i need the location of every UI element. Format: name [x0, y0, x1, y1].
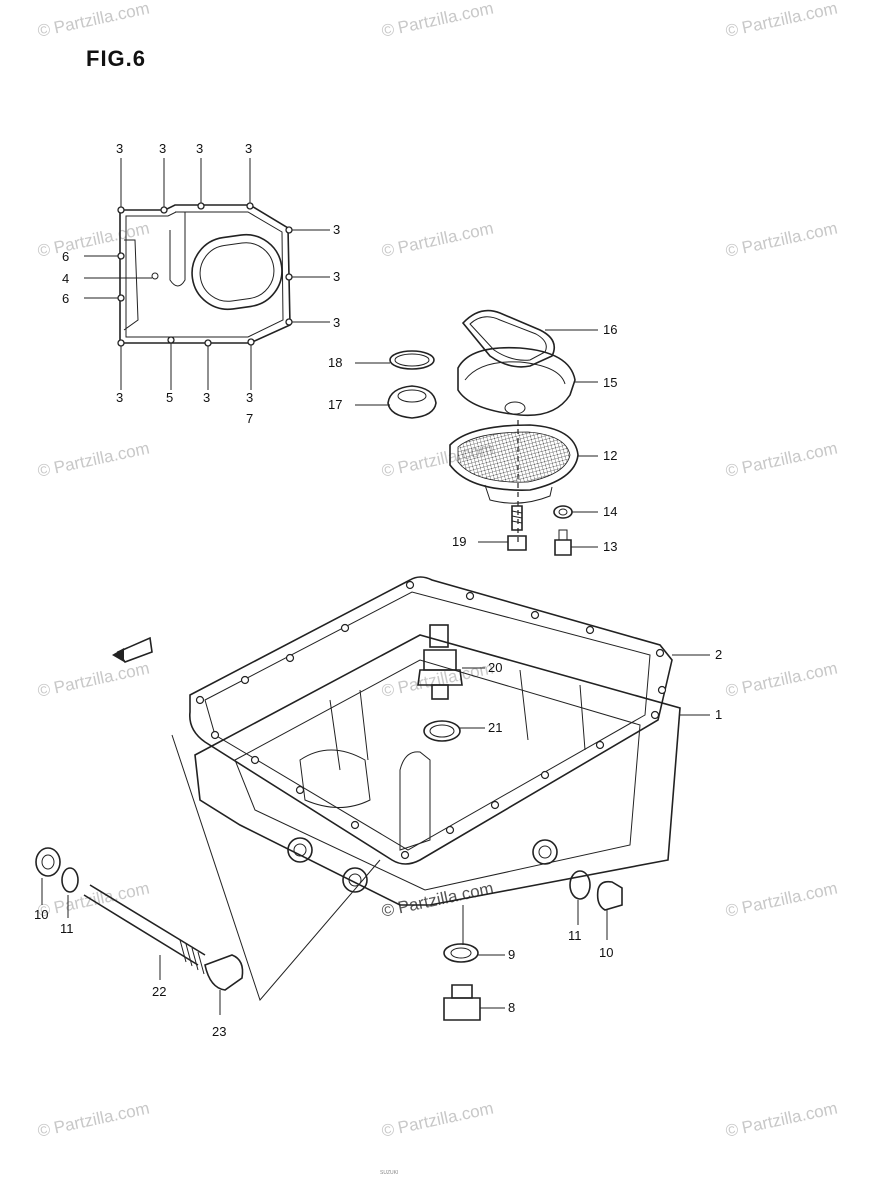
callout-18: 18 — [328, 355, 343, 370]
callout-16: 16 — [603, 322, 618, 337]
front-arrow-icon — [112, 636, 153, 663]
callout-11: 11 — [568, 928, 582, 943]
callout-5: 5 — [166, 390, 174, 405]
callout-3: 3 — [333, 315, 341, 330]
callout-4: 4 — [62, 271, 70, 286]
callout-19: 19 — [452, 534, 467, 549]
oil-pressure-switch — [417, 624, 485, 700]
callout-8: 8 — [508, 1000, 516, 1015]
figure-title: FIG.6 — [86, 46, 147, 71]
callout-3: 3 — [333, 269, 341, 284]
callout-1: 1 — [715, 707, 723, 722]
callout-22: 22 — [152, 984, 167, 999]
callout-3: 3 — [116, 141, 124, 156]
callout-3: 3 — [116, 390, 124, 405]
callout-3: 3 — [333, 222, 341, 237]
callout-10: 10 — [599, 945, 614, 960]
callout-6: 6 — [62, 249, 70, 264]
callout-7: 7 — [246, 411, 254, 426]
callout-3: 3 — [196, 141, 204, 156]
callout-12: 12 — [603, 448, 618, 463]
callout-23: 23 — [212, 1024, 227, 1039]
callout-14: 14 — [603, 504, 618, 519]
bolt-layout-inset — [84, 158, 330, 390]
callout-15: 15 — [603, 375, 618, 390]
callout-3: 3 — [203, 390, 211, 405]
footer-text: SUZUKI — [380, 1170, 399, 1176]
callout-13: 13 — [603, 539, 618, 554]
callout-9: 9 — [508, 947, 516, 962]
callout-10: 10 — [34, 907, 49, 922]
callout-6: 6 — [62, 291, 70, 306]
callout-3: 3 — [245, 141, 253, 156]
callout-2: 2 — [715, 647, 723, 662]
callout-21: 21 — [488, 720, 503, 735]
callout-11: 11 — [60, 921, 74, 936]
callout-3: 3 — [246, 390, 254, 405]
callout-17: 17 — [328, 397, 343, 412]
callout-3: 3 — [159, 141, 167, 156]
relief-valve-parts — [35, 847, 244, 1015]
callout-20: 20 — [488, 660, 503, 675]
oil-pan-gasket — [188, 576, 710, 865]
oil-pan — [194, 634, 710, 906]
oil-strainer-assembly — [355, 309, 598, 556]
